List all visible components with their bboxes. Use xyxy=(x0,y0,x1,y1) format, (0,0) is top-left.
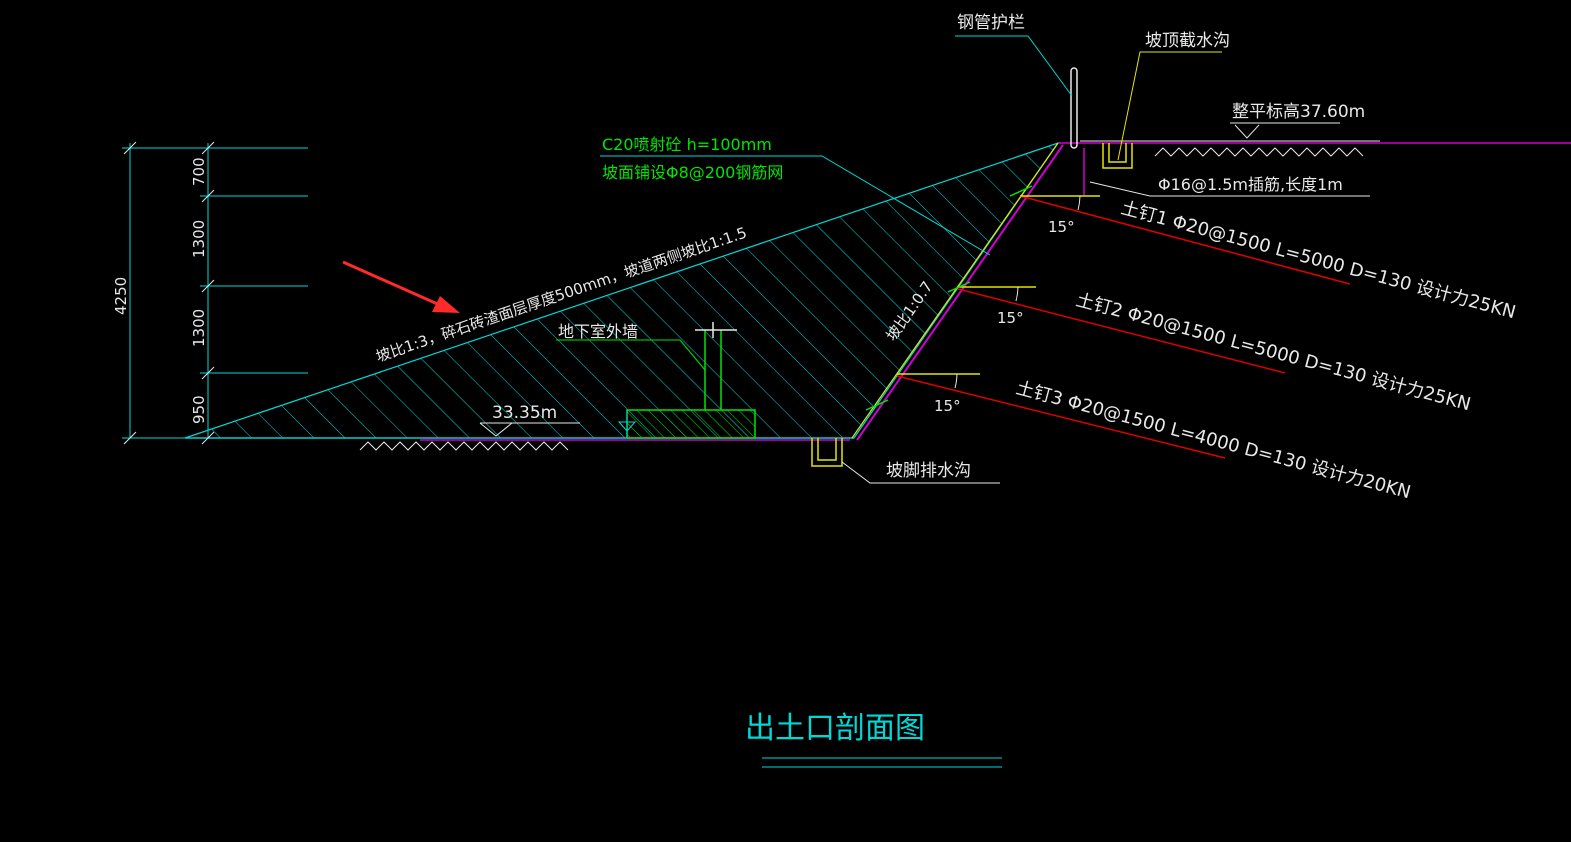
angle3-label: 15° xyxy=(934,397,961,415)
top-ditch-label: 坡顶截水沟 xyxy=(1145,31,1230,51)
slope-face-magenta xyxy=(856,144,1064,441)
toe-ditch-shape xyxy=(811,438,843,467)
soil-nails xyxy=(865,185,1351,459)
dimension-950: 950 xyxy=(190,395,208,424)
grade-elevation-label: 整平标高37.60m xyxy=(1232,102,1365,122)
basement-wall-label: 地下室外墙 xyxy=(558,322,638,341)
dimension-1300-a: 1300 xyxy=(190,220,208,258)
dimension-1300-b: 1300 xyxy=(190,309,208,347)
nail3-label: 土钉3 Φ20@1500 L=4000 D=130 设计力20KN xyxy=(1014,378,1413,504)
top-elevation-marker xyxy=(1230,122,1340,139)
slope-face-yellow xyxy=(851,142,1059,439)
dimension-chain xyxy=(122,141,308,445)
bottom-elevation-label: 33.35m xyxy=(492,403,557,423)
dowel-label: Φ16@1.5m插筋,长度1m xyxy=(1158,175,1343,194)
top-ditch-shape xyxy=(1102,143,1133,169)
angle2-label: 15° xyxy=(997,309,1024,327)
mesh-label: 坡面铺设Φ8@200钢筋网 xyxy=(602,163,783,182)
nail2-label: 土钉2 Φ20@1500 L=5000 D=130 设计力25KN xyxy=(1074,290,1473,416)
basement-wall-shape xyxy=(626,322,756,439)
guardrail-post xyxy=(1070,67,1078,149)
leader-lines xyxy=(556,35,1370,768)
ground-symbol-bottom xyxy=(359,441,569,451)
wall-level-marker xyxy=(617,410,637,438)
nail1-label: 土钉1 Φ20@1500 L=5000 D=130 设计力25KN xyxy=(1119,198,1518,324)
total-dimension: 4250 xyxy=(112,277,130,315)
angle1-label: 15° xyxy=(1048,218,1075,236)
toe-ditch-label: 坡脚排水沟 xyxy=(886,461,971,481)
red-arrow-annotation xyxy=(342,260,460,313)
guardrail-label: 钢管护栏 xyxy=(957,13,1025,33)
bottom-elevation-marker xyxy=(479,422,580,437)
drawing-title: 出土口剖面图 xyxy=(745,711,925,746)
ground-symbol-top xyxy=(1154,147,1364,157)
shotcrete-label: C20喷射砼 h=100mm xyxy=(602,135,772,154)
dimension-700: 700 xyxy=(190,157,208,186)
